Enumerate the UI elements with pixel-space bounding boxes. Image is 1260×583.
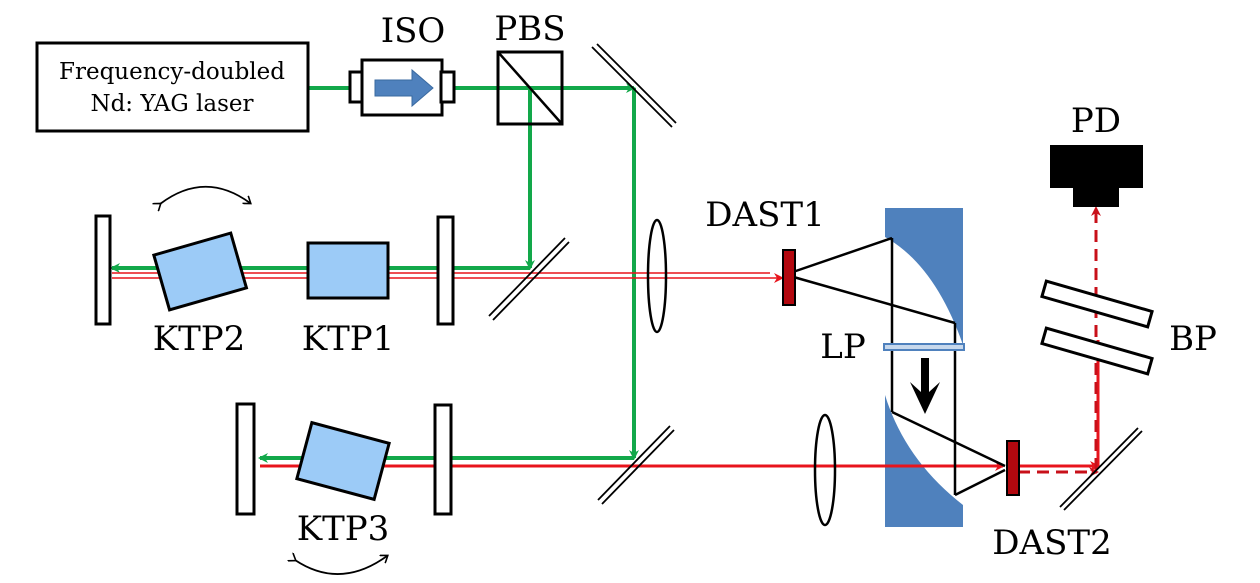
bp-filters: BP xyxy=(1040,279,1217,376)
lens-2 xyxy=(813,413,837,527)
isolator-arrow-icon xyxy=(374,68,434,108)
ktp3-crystal: KTP3 xyxy=(295,420,391,575)
optical-isolator: ISO xyxy=(348,11,456,117)
polarizing-beam-splitter: PBS xyxy=(494,9,566,126)
dast2-crystal: DAST2 xyxy=(992,440,1112,563)
laser-source: Frequency-doubled Nd: YAG laser xyxy=(35,41,310,133)
rotation-arrow-ktp3-icon xyxy=(295,556,387,575)
thz-ray-path xyxy=(789,236,1006,497)
cavity1-input-mirror xyxy=(436,215,455,326)
pd-label: PD xyxy=(1071,101,1121,141)
ktp2-label: KTP2 xyxy=(153,319,246,359)
mirror-bottom-right xyxy=(1059,427,1143,511)
ktp2-crystal: KTP2 xyxy=(151,185,250,359)
down-arrow-icon xyxy=(910,358,940,414)
cavity1-end-mirror xyxy=(94,214,112,326)
dast2-label: DAST2 xyxy=(992,523,1111,563)
ktp1-label: KTP1 xyxy=(302,319,395,359)
dast1-crystal: DAST1 xyxy=(705,195,825,306)
dast1-label: DAST1 xyxy=(705,195,824,235)
lp-label: LP xyxy=(820,327,865,367)
mirror-top-right xyxy=(591,43,677,128)
dichroic-mirror-1 xyxy=(488,237,570,321)
lens-1 xyxy=(646,218,668,334)
iso-label: ISO xyxy=(381,11,446,51)
ktp1-crystal: KTP1 xyxy=(302,241,395,359)
parabolic-mirror-top xyxy=(885,208,963,345)
rotation-arrow-ktp2-icon xyxy=(160,185,250,204)
ktp3-label: KTP3 xyxy=(297,509,390,549)
cavity2-end-mirror xyxy=(235,402,256,516)
laser-label-line1: Frequency-doubled xyxy=(59,59,285,85)
cavity2-input-mirror xyxy=(433,403,453,516)
dichroic-mirror-2 xyxy=(597,425,675,505)
pbs-label: PBS xyxy=(494,9,565,49)
bp-label: BP xyxy=(1169,319,1217,359)
parabolic-mirror-bottom xyxy=(885,395,963,527)
laser-label-line2: Nd: YAG laser xyxy=(90,91,253,117)
photodetector: PD xyxy=(1050,101,1143,207)
lp-polarizer: LP xyxy=(820,327,965,414)
